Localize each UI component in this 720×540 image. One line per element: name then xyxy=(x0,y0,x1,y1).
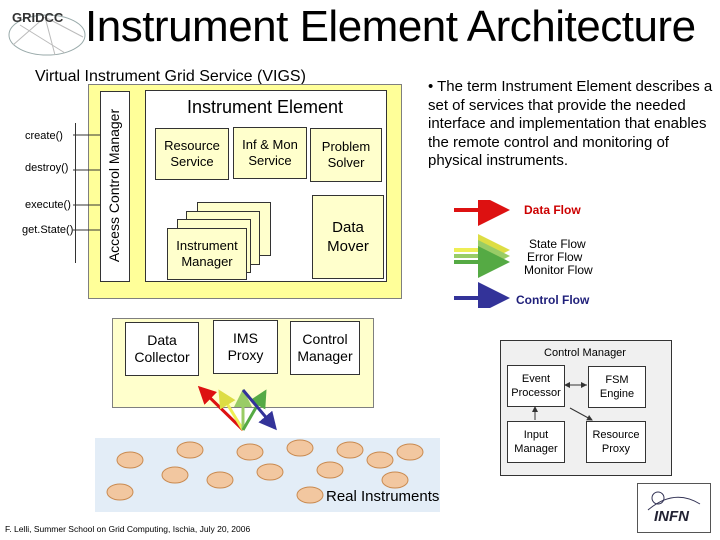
instrument-element-title: Instrument Element xyxy=(186,97,344,117)
api-destroy: destroy() xyxy=(25,162,69,174)
control-manager-connectors xyxy=(532,382,593,421)
flow-arrow-blue xyxy=(241,389,277,431)
resource-proxy-line2: Proxy xyxy=(601,443,631,455)
fsm-engine-line1: FSM xyxy=(605,374,629,386)
api-execute: execute() xyxy=(25,199,71,211)
infn-logo-graphic xyxy=(647,491,701,511)
api-get-state: get.State() xyxy=(22,224,74,236)
event-processor-line2: Processor xyxy=(511,387,561,399)
gridcc-logo-text: GRIDCC xyxy=(12,10,64,25)
legend-arrows xyxy=(454,200,510,308)
description-text: • The term Instrument Element describes … xyxy=(428,78,713,169)
monitor-flow-label: Monitor Flow xyxy=(524,263,593,277)
fsm-engine-line2: Engine xyxy=(599,388,635,400)
real-instruments-graphic xyxy=(106,385,424,504)
resource-service-line1: Resource xyxy=(164,138,220,153)
fsm-engine: FSM Engine xyxy=(588,366,646,408)
input-manager-line2: Manager xyxy=(514,443,558,455)
control-manager-line2: Manager xyxy=(297,348,353,364)
state-flow-label: State Flow xyxy=(529,237,586,251)
flow-arrow-yellow xyxy=(218,389,245,431)
resource-proxy-line1: Resource xyxy=(592,429,640,441)
infn-logo: INFN xyxy=(637,483,711,533)
data-mover-line1: Data xyxy=(332,219,364,236)
data-collector-line1: Data xyxy=(147,332,177,348)
problem-solver-line2: Solver xyxy=(327,155,365,170)
infn-logo-text: INFN xyxy=(654,508,689,525)
real-instruments-label: Real Instruments xyxy=(326,488,440,505)
flow-arrow-green xyxy=(241,389,267,431)
data-flow-label: Data Flow xyxy=(524,203,581,217)
control-manager-detail-title: Control Manager xyxy=(544,347,626,359)
inf-mon-service-line1: Inf & Mon xyxy=(242,137,298,152)
control-flow-label: Control Flow xyxy=(516,293,590,307)
event-processor-line1: Event xyxy=(521,373,551,385)
api-create: create() xyxy=(25,130,63,142)
access-control-manager xyxy=(100,91,130,282)
slide-title: Instrument Element Architecture xyxy=(85,2,696,51)
ims-proxy-line1: IMS xyxy=(233,330,258,346)
footer-citation: F. Lelli, Summer School on Grid Computin… xyxy=(5,524,251,534)
instrument-manager-line2: Manager xyxy=(181,254,233,269)
access-control-manager-label: Access Control Manager xyxy=(106,108,122,263)
problem-solver-line1: Problem xyxy=(321,139,371,154)
api-methods-panel xyxy=(24,123,76,263)
vigs-label: Virtual Instrument Grid Service (VIGS) xyxy=(35,68,306,85)
data-collector-line2: Collector xyxy=(134,349,190,365)
gridcc-logo xyxy=(8,14,86,56)
inf-mon-service-line2: Service xyxy=(248,153,292,168)
data-mover-line2: Mover xyxy=(327,238,369,255)
instrument-blobs xyxy=(106,439,424,504)
error-flow-label: Error Flow xyxy=(527,250,583,264)
control-manager-line1: Control xyxy=(302,331,348,347)
instrument-manager-line1: Instrument xyxy=(176,238,238,253)
input-manager-line1: Input xyxy=(523,429,549,441)
ims-proxy-line2: Proxy xyxy=(227,347,264,363)
api-connector-lines xyxy=(73,134,100,231)
resource-service-line2: Service xyxy=(170,154,214,169)
